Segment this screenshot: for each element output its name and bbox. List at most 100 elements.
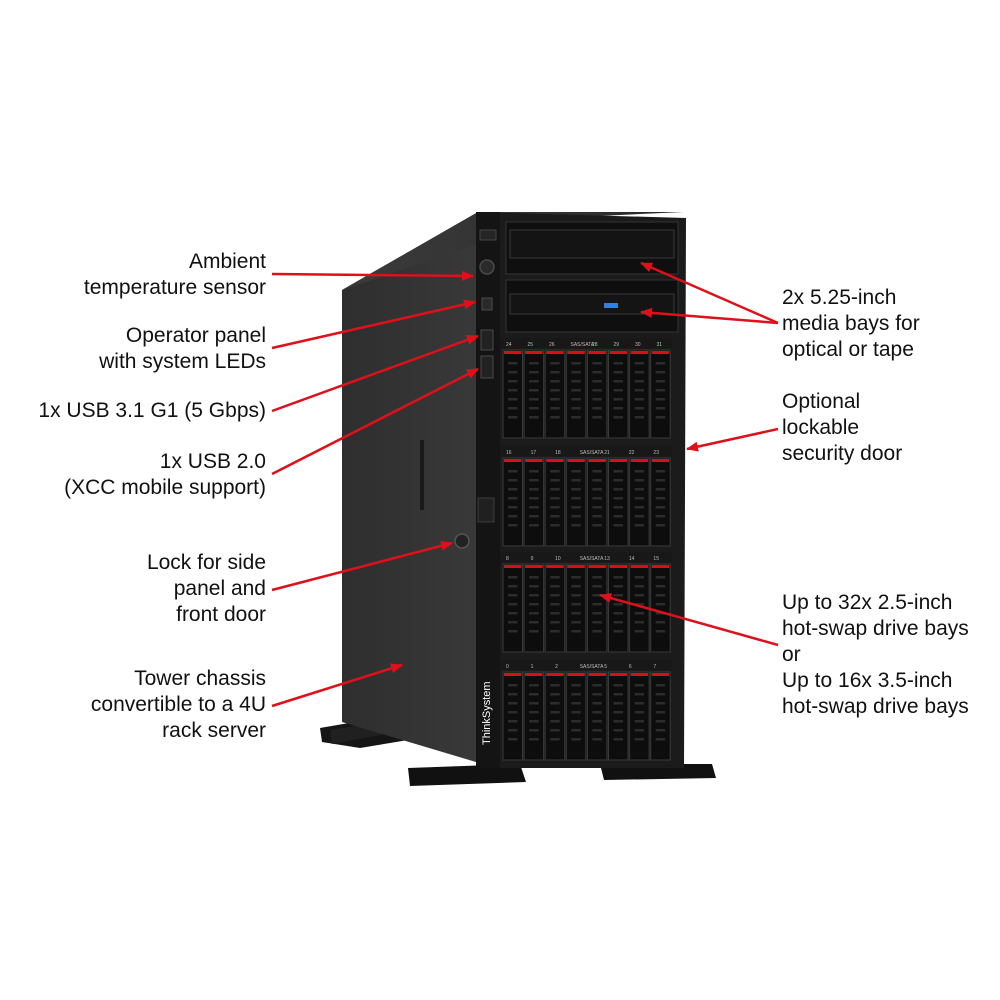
bay-number-label: 26 — [549, 342, 555, 348]
drive-bay[interactable] — [565, 563, 587, 653]
bay-number-label: 22 — [629, 450, 635, 456]
bay-number-label: 25 — [528, 342, 534, 348]
drive-bay[interactable] — [544, 671, 566, 761]
label-line: hot-swap drive bays — [782, 617, 969, 640]
drive-bay[interactable] — [565, 457, 587, 547]
label-usb20: 1x USB 2.0 (XCC mobile support) — [64, 449, 266, 501]
label-line: Up to 16x 3.5-inch — [782, 669, 953, 692]
drive-bay[interactable] — [586, 349, 608, 439]
bay-number-label: 17 — [531, 450, 537, 456]
drive-bay[interactable] — [523, 671, 545, 761]
bay-number-label: 28 — [592, 342, 598, 348]
arrow-lock — [271, 540, 453, 592]
usb31-port-icon — [480, 329, 494, 351]
bay-number-label: 21 — [604, 450, 610, 456]
bay-number-label: 7 — [653, 664, 656, 670]
label-tower-chassis: Tower chassis convertible to a 4U rack s… — [91, 666, 266, 744]
bay-number-label: 15 — [653, 556, 659, 562]
label-line: security door — [782, 442, 903, 465]
drive-bay[interactable] — [523, 563, 545, 653]
drive-bay[interactable] — [502, 671, 523, 761]
bay-number-label: 2 — [555, 664, 558, 670]
label-drive-bays: Up to 32x 2.5-inch hot-swap drive bays o… — [782, 590, 969, 720]
label-line: Operator panel — [125, 324, 266, 347]
callout-arrows — [271, 261, 779, 708]
bay-number-label: SAS/SATA — [580, 664, 604, 670]
label-line: media bays for — [782, 312, 920, 335]
label-line: with system LEDs — [99, 350, 266, 373]
drive-bay[interactable] — [586, 457, 608, 547]
ambient-temperature-sensor-icon — [479, 259, 495, 275]
bay-number-label: 8 — [506, 556, 509, 562]
label-line: lockable — [782, 416, 860, 439]
label-line: optical or tape — [782, 338, 914, 361]
drive-bay[interactable] — [608, 563, 629, 653]
bay-number-label: 9 — [531, 556, 534, 562]
arrow-tower — [271, 663, 403, 708]
drive-bay[interactable] — [565, 349, 587, 439]
label-line: convertible to a 4U — [90, 693, 266, 716]
bay-number-label: SAS/SATA — [580, 450, 604, 456]
label-line: 1x USB 2.0 — [159, 450, 266, 473]
side-lock-icon — [454, 533, 470, 549]
drive-bay[interactable] — [629, 563, 650, 653]
bay-number-label: 16 — [506, 450, 512, 456]
label-line: 1x USB 3.1 G1 (5 Gbps) — [38, 399, 266, 422]
drive-bay[interactable] — [608, 671, 629, 761]
drive-bay[interactable] — [608, 349, 629, 439]
drive-bay[interactable] — [523, 457, 545, 547]
bay-number-label: 5 — [604, 664, 607, 670]
drive-bay[interactable] — [544, 457, 566, 547]
usb20-port-icon — [480, 355, 494, 379]
label-line: or — [782, 643, 801, 666]
drive-bay[interactable] — [502, 349, 523, 439]
drive-bay[interactable] — [650, 563, 671, 653]
label-line: temperature sensor — [83, 276, 266, 299]
bay-number-label: 23 — [653, 450, 659, 456]
led-indicator — [604, 303, 618, 308]
arrow-usb31 — [271, 334, 479, 413]
arrow-media-2 — [640, 307, 779, 325]
arrow-ambient — [271, 270, 474, 281]
drive-bay[interactable] — [586, 563, 608, 653]
drive-bay[interactable] — [629, 349, 650, 439]
label-line: rack server — [162, 719, 266, 742]
bay-number-label: 29 — [614, 342, 620, 348]
drive-bay[interactable] — [586, 671, 608, 761]
drive-bay[interactable] — [650, 457, 671, 547]
arrow-usb20 — [271, 367, 479, 476]
drive-bay[interactable] — [544, 349, 566, 439]
label-line: hot-swap drive bays — [782, 695, 969, 718]
arrow-operator — [271, 299, 476, 350]
bay-number-label: 10 — [555, 556, 561, 562]
label-security-door: Optional lockable security door — [782, 389, 902, 467]
label-media-bays: 2x 5.25-inch media bays for optical or t… — [782, 285, 920, 363]
drive-bay[interactable] — [544, 563, 566, 653]
drive-bay[interactable] — [502, 457, 523, 547]
label-line: Ambient — [188, 250, 266, 273]
drive-bay[interactable] — [629, 671, 650, 761]
drive-bay[interactable] — [523, 349, 545, 439]
drive-bay[interactable] — [650, 671, 671, 761]
bay-number-label: 1 — [531, 664, 534, 670]
drive-bay[interactable] — [650, 349, 671, 439]
bay-number-label: 6 — [629, 664, 632, 670]
arrow-door — [686, 427, 779, 452]
drive-bay[interactable] — [565, 671, 587, 761]
label-line: (XCC mobile support) — [64, 476, 266, 499]
drive-bay[interactable] — [502, 563, 523, 653]
drive-bay[interactable] — [629, 457, 650, 547]
bay-number-label: 24 — [506, 342, 512, 348]
label-line: Lock for side — [146, 551, 266, 574]
bay-number-label: SAS/SATA — [571, 342, 595, 348]
operator-panel-icon — [481, 297, 493, 311]
arrow-drives — [599, 593, 779, 647]
bay-number-label: SAS/SATA — [580, 556, 604, 562]
label-side-lock: Lock for side panel and front door — [147, 550, 266, 628]
bay-number-label: 31 — [657, 342, 663, 348]
drive-bay[interactable] — [608, 457, 629, 547]
label-ambient-temperature-sensor: Ambient temperature sensor — [84, 249, 266, 301]
